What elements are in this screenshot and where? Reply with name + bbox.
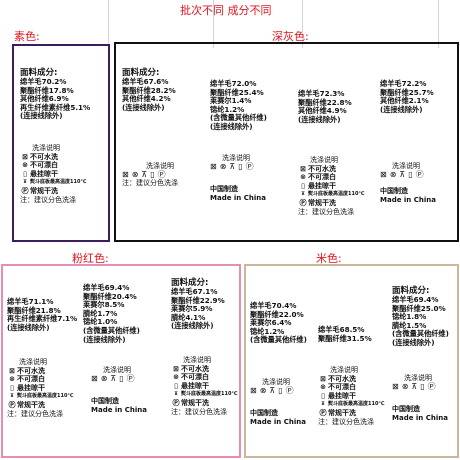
- group-title-beige: 米色:: [316, 252, 342, 265]
- no-wash-icon: ⊠: [22, 152, 28, 161]
- composition-label: 绵羊毛72.3% 聚酯纤维22.8% 其他纤维4.9% (连接线除外): [298, 89, 352, 124]
- group-title-gray: 深灰色:: [272, 30, 309, 43]
- no-bleach-icon: ⊗: [300, 173, 306, 182]
- hang-dry-icon: ▯: [321, 391, 325, 400]
- iron-icon: ⊼: [22, 179, 28, 186]
- care-block: 洗涤说明 ⊠⊗⊼▯Ⓟ 中国制造 Made in China: [392, 374, 448, 422]
- beige-label-frame: 绵羊毛70.4% 聚酯纤维22.0% 莱赛尔6.4% 锦纶1.2% (含微量其他…: [244, 264, 459, 458]
- composition-label: 绵羊毛69.4% 聚酯纤维20.4% 莱赛尔8.5% 腈纶1.7% 锦纶1.0%…: [83, 283, 140, 344]
- no-wash-icon: ⊠: [9, 366, 15, 375]
- no-wash-icon: ⊠: [173, 364, 179, 373]
- no-bleach-icon: ⊗: [173, 373, 179, 382]
- hang-dry-icon: ▯: [10, 383, 14, 392]
- no-wash-icon: ⊠: [320, 374, 326, 383]
- gray-label-frame: 面料成分: 绵羊毛67.6% 聚酯纤维28.2% 其他纤维4.2% (连接线除外…: [114, 42, 459, 242]
- dry-clean-icon: Ⓟ: [8, 400, 16, 409]
- hang-dry-icon: ▯: [23, 169, 27, 178]
- iron-icon: ⊼: [300, 191, 306, 198]
- composition-label: 绵羊毛71.1% 聚酯纤维21.8% 再生纤维素纤维7.1% (连接线除外): [7, 297, 78, 332]
- care-icons-row: ⊠⊗⊼▯Ⓟ: [210, 161, 257, 171]
- care-block: 洗涤说明 ⊠⊗⊼▯Ⓟ 中国制造 Made in China: [91, 366, 147, 414]
- composition-label: 面料成分: 绵羊毛70.2% 聚酯纤维17.8% 其他纤维6.9% 再生纤维素纤…: [20, 68, 91, 121]
- guide-line: [438, 0, 439, 48]
- care-block: 洗涤说明 ⊠⊗⊼▯Ⓟ 中国制造 Made in China: [210, 154, 266, 202]
- iron-icon: ⊼: [9, 393, 15, 400]
- care-icons-row: ⊠⊗⊼▯Ⓟ: [380, 169, 427, 179]
- no-bleach-icon: ⊗: [22, 161, 28, 170]
- iron-icon: ⊼: [173, 391, 179, 398]
- guide-line: [213, 0, 214, 48]
- care-icons-row: ⊠⊗⊼▯Ⓟ: [250, 385, 297, 395]
- iron-icon: ⊼: [320, 401, 326, 408]
- care-block: 洗涤说明 ⊠⊗⊼▯Ⓟ 注：建议分色洗涤: [122, 162, 178, 188]
- hang-dry-icon: ▯: [301, 181, 305, 190]
- dry-clean-icon: Ⓟ: [21, 186, 29, 195]
- group-title-pink: 粉红色:: [72, 252, 109, 265]
- no-bleach-icon: ⊗: [9, 375, 15, 384]
- care-icons-row: ⊠⊗⊼▯Ⓟ: [392, 381, 439, 391]
- hang-dry-icon: ▯: [174, 381, 178, 390]
- care-icons-row: ⊠⊗⊼▯Ⓟ: [122, 169, 169, 179]
- purple-label-frame: 面料成分: 绵羊毛70.2% 聚酯纤维17.8% 其他纤维6.9% 再生纤维素纤…: [12, 44, 110, 242]
- care-icons-row: ⊠⊗⊼▯Ⓟ: [91, 373, 138, 383]
- care-block: 洗涤说明 ⊠⊗⊼▯Ⓟ 中国制造 Made in China: [380, 162, 436, 204]
- dry-clean-icon: Ⓟ: [172, 398, 180, 407]
- guide-line: [302, 0, 303, 48]
- composition-label: 面料成分: 绵羊毛69.4% 聚酯纤维25.0% 锦纶1.8% 腈纶1.5% (…: [392, 286, 449, 347]
- group-title-purple: 素色:: [14, 30, 40, 43]
- composition-label: 面料成分: 绵羊毛67.6% 聚酯纤维28.2% 其他纤维4.2% (连接线除外…: [122, 68, 176, 112]
- dry-clean-icon: Ⓟ: [299, 198, 307, 207]
- composition-label: 绵羊毛72.2% 聚酯纤维25.7% 其他纤维2.1% (连接线除外): [380, 79, 434, 114]
- no-wash-icon: ⊠: [300, 164, 306, 173]
- composition-label: 绵羊毛68.5% 聚酯纤维31.5%: [318, 325, 372, 343]
- composition-label: 绵羊毛70.4% 聚酯纤维22.0% 莱赛尔6.4% 锦纶1.2% (含微量其他…: [250, 301, 307, 345]
- page-title: 批次不同 成分不同: [180, 4, 272, 17]
- composition-label: 绵羊毛72.0% 聚酯纤维25.4% 莱赛尔1.4% 锦纶1.2% (含微量其他…: [210, 79, 267, 131]
- composition-label: 面料成分: 绵羊毛67.1% 聚酯纤维22.9% 莱赛尔5.9% 腈纶4.1% …: [171, 278, 225, 331]
- care-block: 洗涤说明 ⊠⊗⊼▯Ⓟ 中国制造 Made in China: [250, 378, 306, 426]
- no-bleach-icon: ⊗: [320, 383, 326, 392]
- pink-label-frame: 绵羊毛71.1% 聚酯纤维21.8% 再生纤维素纤维7.1% (连接线除外) 绵…: [1, 264, 241, 458]
- dry-clean-icon: Ⓟ: [319, 408, 327, 417]
- guide-line: [108, 0, 109, 48]
